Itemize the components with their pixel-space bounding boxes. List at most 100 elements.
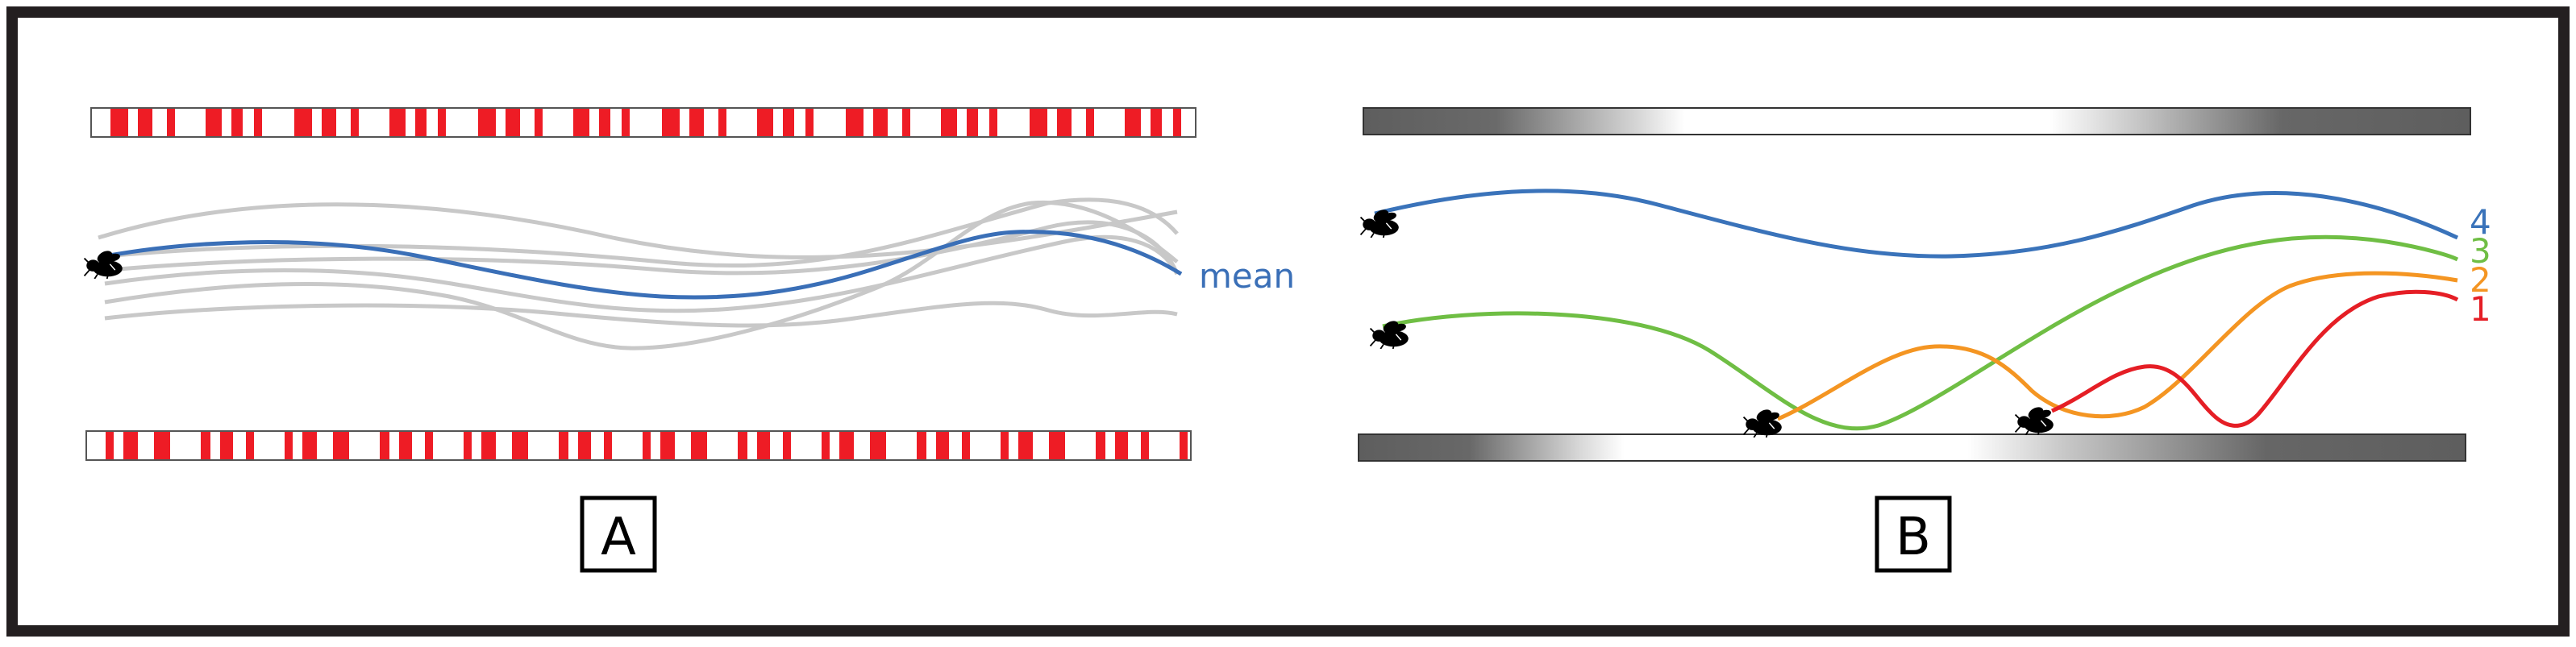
trial-path [108, 220, 1180, 276]
stripe [481, 432, 496, 459]
gradient-bar-bottom [1358, 433, 2466, 462]
stripe [220, 432, 233, 459]
stripe [206, 109, 222, 136]
panel-a-label: A [601, 508, 636, 567]
stripe [351, 109, 359, 136]
stripe [902, 109, 910, 136]
stripe [1057, 109, 1072, 136]
stripe [167, 109, 175, 136]
panel-b: 4 3 2 1 B [1358, 107, 2491, 573]
stripe [254, 109, 262, 136]
panel-b-label-box: B [1875, 496, 1952, 573]
stripe [660, 432, 675, 459]
trial-path [104, 200, 1179, 350]
stripe [578, 432, 591, 459]
stripe [783, 432, 791, 459]
stripe [870, 432, 886, 459]
stripe [201, 432, 210, 459]
stripe [846, 109, 864, 136]
stripe [123, 432, 138, 459]
trajectory-2 [1777, 271, 2458, 421]
stripe [154, 432, 170, 459]
panel-a-label-box: A [580, 496, 657, 573]
stripe [622, 109, 630, 136]
stripe [1173, 109, 1181, 136]
stripe [967, 109, 978, 136]
figure-border [6, 6, 2570, 637]
stripe [989, 109, 997, 136]
stripe [438, 109, 446, 136]
stripe [1096, 432, 1105, 459]
mean-label: mean [1199, 256, 1295, 296]
stripe [757, 432, 770, 459]
stripe [1141, 432, 1149, 459]
stripe [138, 109, 152, 136]
stripe [478, 109, 496, 136]
stripe [757, 109, 773, 136]
stripe [573, 109, 589, 136]
trial-path [104, 197, 1179, 268]
panel-b-label: B [1896, 508, 1931, 567]
stripe [718, 109, 726, 136]
stripe [415, 109, 427, 136]
stripe [662, 109, 680, 136]
stripe-bar-top [90, 107, 1196, 138]
stripe [941, 109, 957, 136]
stripe [1125, 109, 1141, 136]
stripe [783, 109, 794, 136]
stripe [302, 432, 317, 459]
stripe-bar-bottom [85, 430, 1192, 461]
stripe [399, 432, 412, 459]
stripe [389, 109, 406, 136]
stripe [1018, 432, 1033, 459]
stripe [535, 109, 543, 136]
stripe [425, 432, 433, 459]
stripe [322, 109, 336, 136]
stripe [106, 432, 114, 459]
stripe [506, 109, 520, 136]
trajectory-2-label: 2 [2470, 260, 2491, 300]
trajectory-3-label: 3 [2470, 231, 2491, 271]
trajectory-1-label: 1 [2470, 289, 2491, 329]
trajectory-4-label: 4 [2470, 202, 2491, 242]
stripe [246, 432, 254, 459]
stripe [689, 109, 704, 136]
stripe [604, 432, 612, 459]
stripe [1030, 109, 1047, 136]
trial-path [104, 234, 1180, 313]
stripe [643, 432, 651, 459]
stripe [917, 432, 926, 459]
stripe [599, 109, 610, 136]
stripe [512, 432, 528, 459]
stripe [1086, 109, 1094, 136]
trajectory-4 [1374, 189, 2459, 259]
gradient-bar-top [1363, 107, 2471, 135]
stripe [333, 432, 349, 459]
stripe [110, 109, 128, 136]
mean-path [104, 230, 1183, 300]
stripe [873, 109, 888, 136]
stripe [464, 432, 472, 459]
stripe [1180, 432, 1188, 459]
stripe [962, 432, 970, 459]
stripe [285, 432, 293, 459]
stripe [1115, 432, 1128, 459]
trial-path [104, 301, 1178, 328]
stripe [936, 432, 949, 459]
stripe [1151, 109, 1162, 136]
stripe [805, 109, 814, 136]
stripe [822, 432, 830, 459]
trajectory-3 [1382, 234, 2459, 431]
stripe [691, 432, 707, 459]
stripe [839, 432, 854, 459]
stripe [1049, 432, 1065, 459]
panel-a: mean A [83, 107, 1295, 573]
stripe [1001, 432, 1009, 459]
stripe [738, 432, 747, 459]
stripe [380, 432, 389, 459]
stripe [231, 109, 243, 136]
stripe [294, 109, 312, 136]
trajectory-1 [2050, 289, 2459, 428]
